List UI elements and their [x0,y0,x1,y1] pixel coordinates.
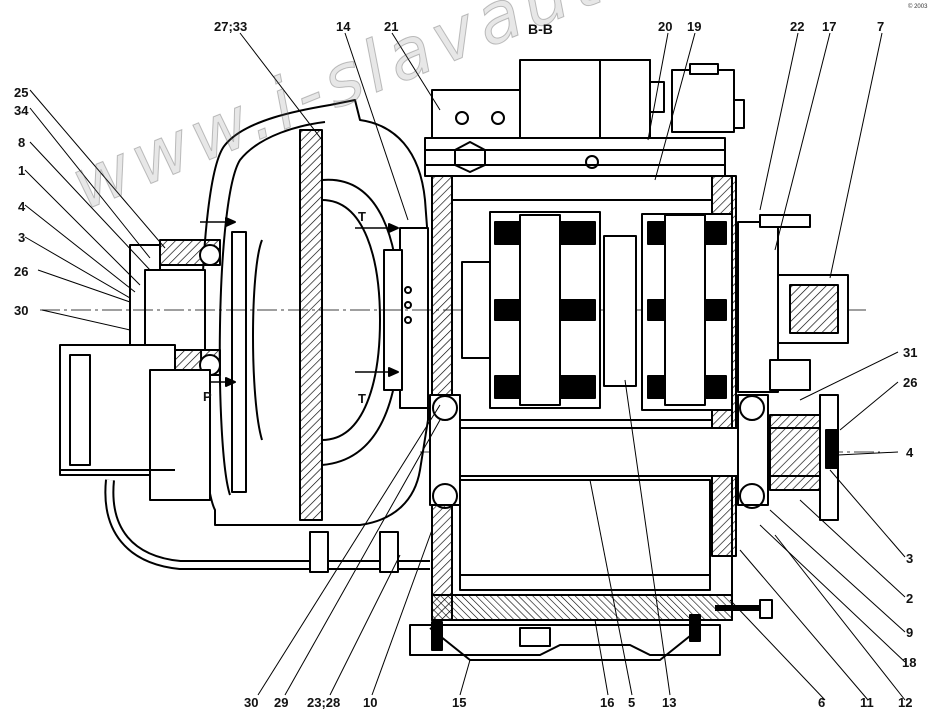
part-label-10: 10 [363,695,378,710]
part-label-27-33: 27;33 [214,19,248,34]
part-label-6: 6 [818,695,826,710]
corner-mark: © 2003 [908,4,928,10]
part-label-34: 34 [14,103,29,118]
part-label-29: 29 [274,695,289,710]
leader-lines [24,32,906,701]
mounting-bolt [715,599,773,619]
clutch-pack-1 [461,211,601,409]
part-label-4-right: 4 [906,445,914,460]
part-label-13: 13 [662,695,677,710]
torque-converter [200,99,429,526]
part-label-2: 2 [906,591,914,606]
part-label-9: 9 [906,625,914,640]
part-label-22: 22 [790,19,805,34]
part-label-20: 20 [658,19,673,34]
part-label-15: 15 [452,695,467,710]
part-label-19: 19 [687,19,702,34]
part-label-14: 14 [336,19,351,34]
flow-label-t-lower: T [358,391,366,406]
part-label-7: 7 [877,19,885,34]
oil-pipe [104,479,430,573]
oil-pump-housing [59,344,211,501]
part-label-25: 25 [14,85,29,100]
part-label-5: 5 [628,695,636,710]
section-label: В-В [528,21,553,37]
part-label-26-left: 26 [14,264,29,279]
control-valve-block [424,59,745,177]
part-label-17: 17 [822,19,837,34]
part-label-16: 16 [600,695,615,710]
flow-label-p: P [203,389,212,404]
part-label-23-28: 23;28 [307,695,341,710]
part-label-30-bottom: 30 [244,695,259,710]
part-label-18: 18 [902,655,917,670]
right-pump-unit [737,214,849,393]
part-label-1: 1 [18,163,26,178]
output-shaft [429,394,839,521]
part-label-3-left: 3 [18,230,26,245]
part-label-11: 11 [860,695,874,710]
flow-label-t-upper: T [358,209,366,224]
part-label-12: 12 [898,695,913,710]
part-label-8: 8 [18,135,26,150]
part-label-21: 21 [384,19,399,34]
oil-pan [409,614,721,661]
part-label-4-left: 4 [18,199,26,214]
part-label-26-right: 26 [903,375,918,390]
clutch-pack-2 [603,213,733,411]
part-label-3-right: 3 [906,551,914,566]
part-label-31: 31 [903,345,918,360]
part-label-30-left: 30 [14,303,29,318]
